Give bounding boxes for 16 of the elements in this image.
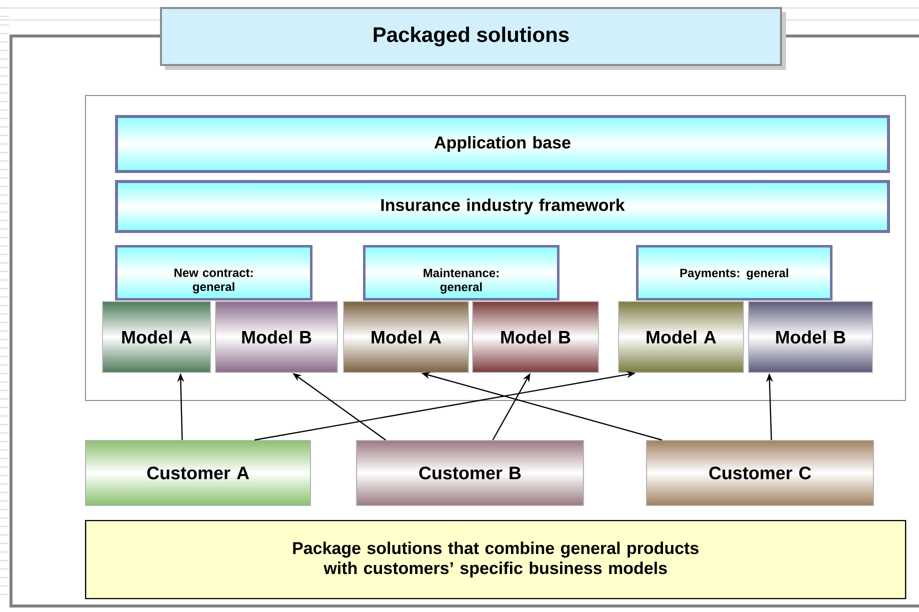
layer-bar: Application base	[115, 115, 890, 173]
model-box: Model A	[343, 301, 469, 373]
note-box: Package solutions that combine general products with customers’ specific business models	[85, 520, 906, 600]
customer-box: Customer B	[356, 440, 584, 506]
module-box: Maintenance: general	[363, 244, 560, 300]
model-box: Model B	[748, 301, 873, 373]
customer-box: Customer A	[85, 440, 311, 506]
layer-bar: Insurance industry framework	[115, 180, 890, 233]
model-box: Model B	[215, 301, 338, 373]
model-box: Model A	[618, 301, 744, 373]
title-box: Packaged solutions	[160, 6, 786, 70]
module-box: Payments: general	[636, 244, 832, 300]
model-box: Model A	[102, 301, 211, 373]
module-box: New contract: general	[115, 244, 312, 300]
model-box: Model B	[472, 301, 599, 373]
customer-box: Customer C	[646, 440, 874, 506]
